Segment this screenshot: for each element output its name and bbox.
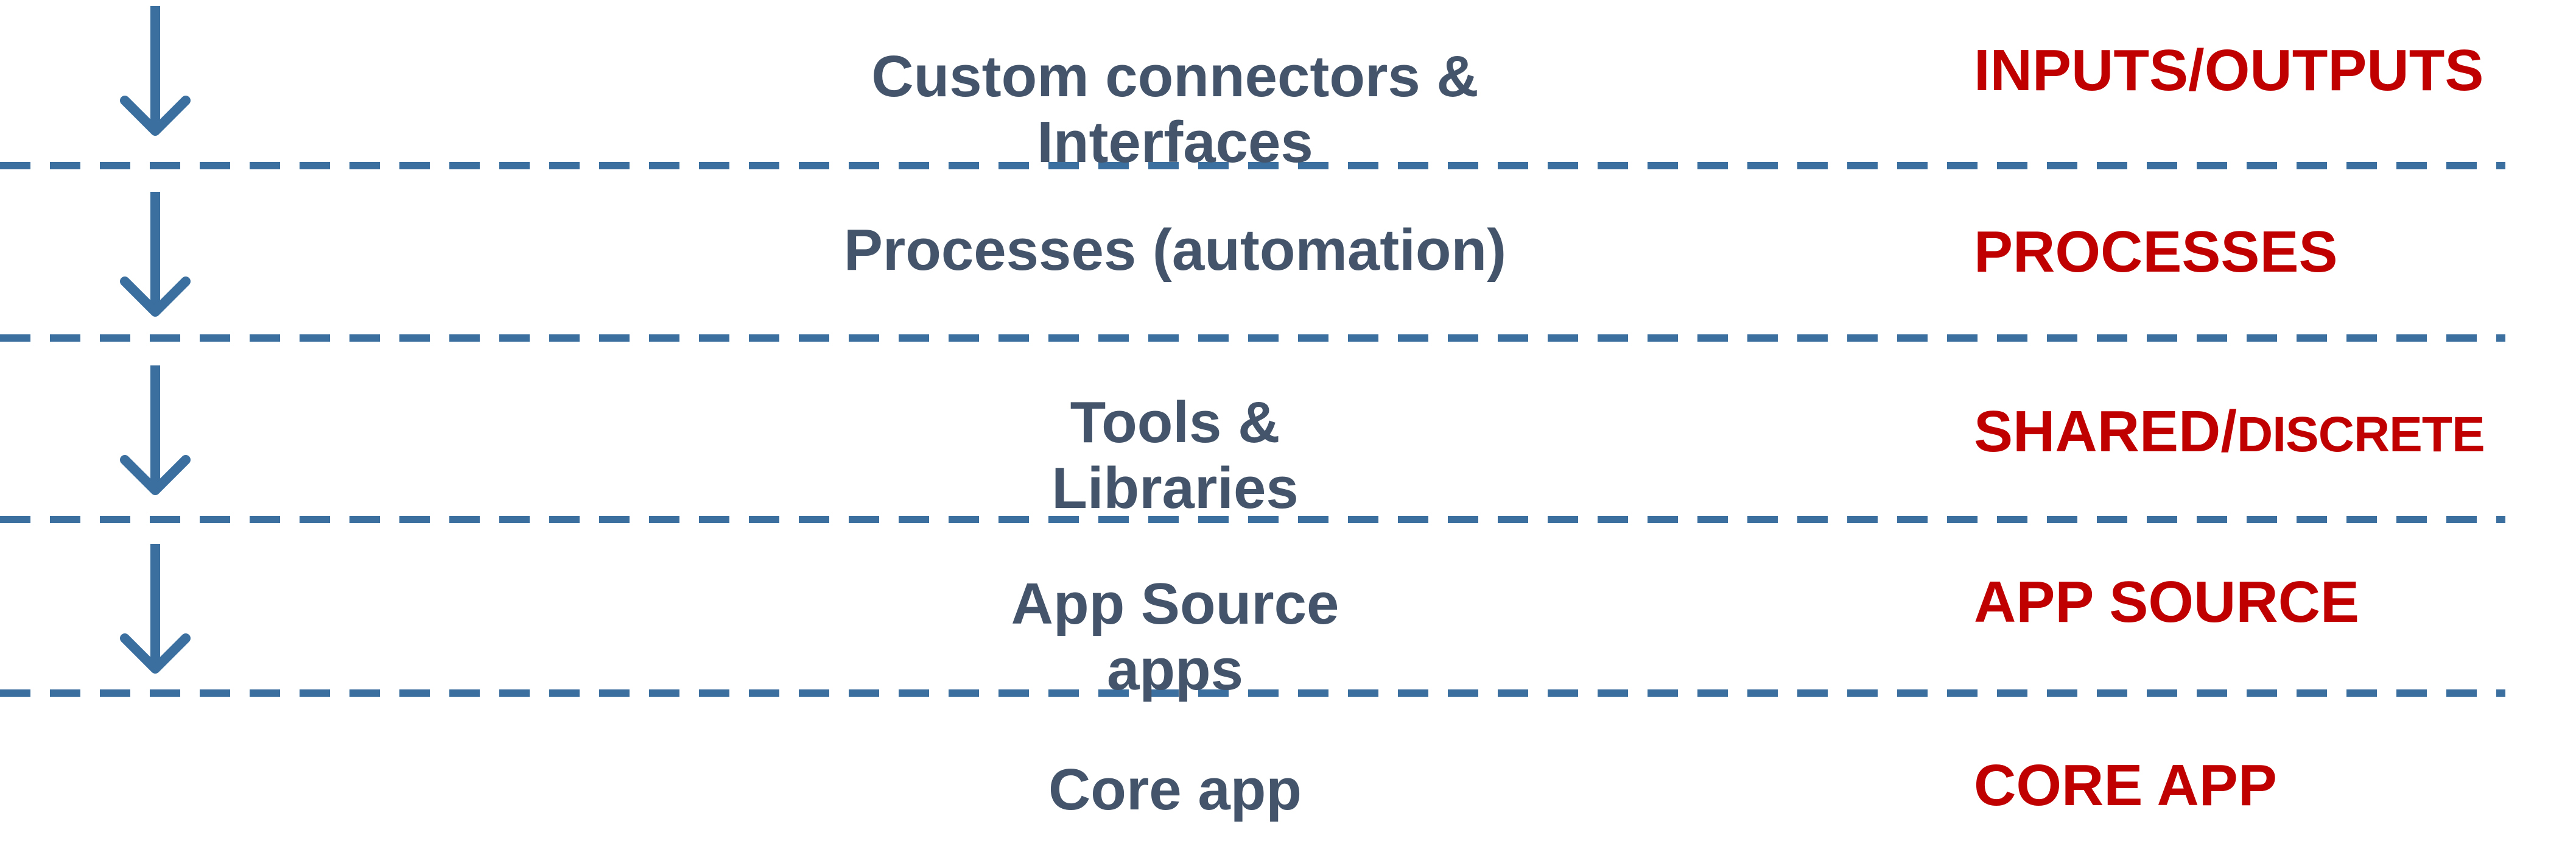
arrow-down-icon xyxy=(120,192,191,317)
layer-label-core-app: Core app xyxy=(1048,757,1302,822)
layer-label-connectors: Custom connectors & Interfaces xyxy=(871,44,1479,175)
layer-tag-shared-discrete: SHARED/DISCRETE xyxy=(1974,399,2485,468)
layer-label-processes: Processes (automation) xyxy=(843,217,1507,283)
arrow-down-icon xyxy=(120,365,191,495)
layer-label-app-source-apps: App Source apps xyxy=(1011,571,1339,702)
arrow-down-icon xyxy=(120,544,191,674)
layer-tag-processes: PROCESSES xyxy=(1974,219,2338,284)
layer-tag-inputs-outputs: INPUTS/OUTPUTS xyxy=(1974,38,2484,103)
layer-tag-app-source: APP SOURCE xyxy=(1974,569,2360,635)
layer-tag-discrete: DISCRETE xyxy=(2237,407,2485,462)
layer-tag-shared: SHARED/ xyxy=(1974,399,2237,464)
layer-tag-core-app: CORE APP xyxy=(1974,753,2277,818)
arrow-down-icon xyxy=(120,6,191,136)
layer-label-tools-libraries: Tools & Libraries xyxy=(1051,390,1299,521)
